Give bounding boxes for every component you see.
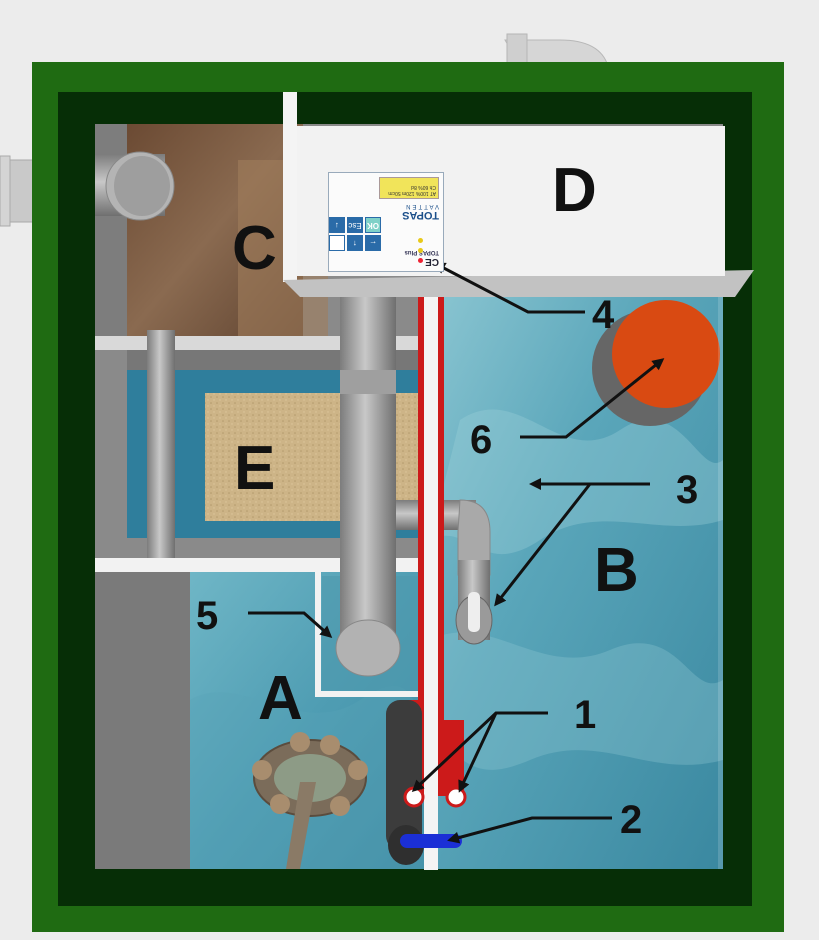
central-transfer-pipe bbox=[336, 280, 400, 676]
panel-buttons: ← ↑ OK Esc ↓ bbox=[331, 203, 381, 263]
ce-mark: CE bbox=[425, 256, 439, 267]
label-compartment-e: E bbox=[234, 438, 275, 500]
control-panel: CE TOPAS Plus TOPAS VATTEN AT 100% 120m … bbox=[328, 172, 444, 272]
panel-brand: TOPAS bbox=[402, 209, 439, 221]
label-compartment-b: B bbox=[594, 540, 639, 602]
red-led-icon bbox=[418, 258, 423, 263]
esc-button[interactable]: Esc bbox=[347, 217, 363, 233]
callout-1: 1 bbox=[574, 695, 596, 735]
callout-4: 4 bbox=[592, 295, 614, 335]
label-compartment-a: A bbox=[258, 668, 303, 730]
certificate-label: AT 100% 120m 50cm Ch 60% 8d bbox=[379, 177, 439, 199]
ok-button[interactable]: OK bbox=[365, 217, 381, 233]
left-arrow-button[interactable]: ← bbox=[365, 235, 381, 251]
label-compartment-d: D bbox=[552, 160, 597, 222]
yellow-led-icon-2 bbox=[418, 238, 423, 243]
yellow-led-icon bbox=[418, 248, 423, 253]
callout-2: 2 bbox=[620, 800, 642, 840]
blank-button[interactable] bbox=[329, 235, 345, 251]
down-arrow-button[interactable]: ↓ bbox=[329, 217, 345, 233]
callout-3: 3 bbox=[676, 470, 698, 510]
callout-5: 5 bbox=[196, 596, 218, 636]
callout-6: 6 bbox=[470, 420, 492, 460]
label-compartment-c: C bbox=[232, 218, 277, 280]
cert-line-1: AT 100% 120m 50cm bbox=[382, 190, 436, 196]
panel-sub: VATTEN bbox=[404, 203, 439, 209]
up-arrow-button[interactable]: ↑ bbox=[347, 235, 363, 251]
